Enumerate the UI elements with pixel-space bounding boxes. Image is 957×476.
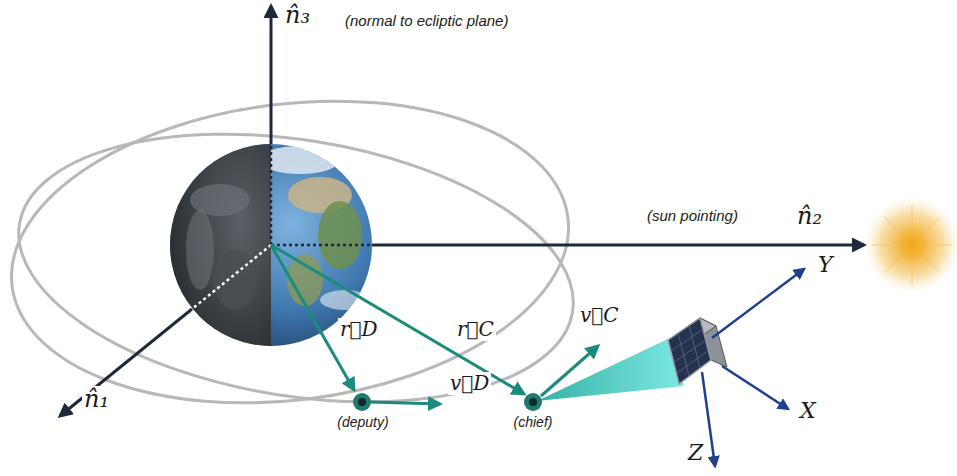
orbit-ellipse — [0, 71, 586, 433]
axis-label: n̂₂ — [795, 203, 824, 231]
body-axis-label: X — [798, 398, 818, 423]
spacecraft-dot — [353, 393, 371, 411]
orbit-ellipse — [0, 98, 593, 438]
cubesat — [668, 318, 727, 384]
spacecraft-label: (chief) — [512, 414, 555, 430]
vector-label: v⃗D — [448, 372, 491, 395]
vector-label: r⃗C — [455, 318, 496, 341]
sun-rays — [872, 205, 952, 285]
axis-label: n̂₁ — [82, 386, 111, 414]
sensor-beam — [537, 338, 684, 401]
axis-label: n̂₃ — [283, 2, 312, 30]
axis-note: (sun pointing) — [645, 207, 740, 224]
vector-label: v⃗C — [578, 304, 621, 327]
state-vectors — [271, 245, 598, 404]
axis-note: (normal to ecliptic plane) — [343, 12, 510, 29]
spacecraft-label: (deputy) — [335, 414, 390, 430]
body-axis-label: Z — [686, 440, 705, 465]
spacecraft-dot — [524, 393, 542, 411]
body-axes — [702, 269, 804, 466]
body-axis-label: Y — [816, 252, 835, 277]
inertial-axes — [60, 6, 864, 416]
vector-label: r⃗D — [338, 318, 380, 341]
sun — [864, 197, 957, 293]
